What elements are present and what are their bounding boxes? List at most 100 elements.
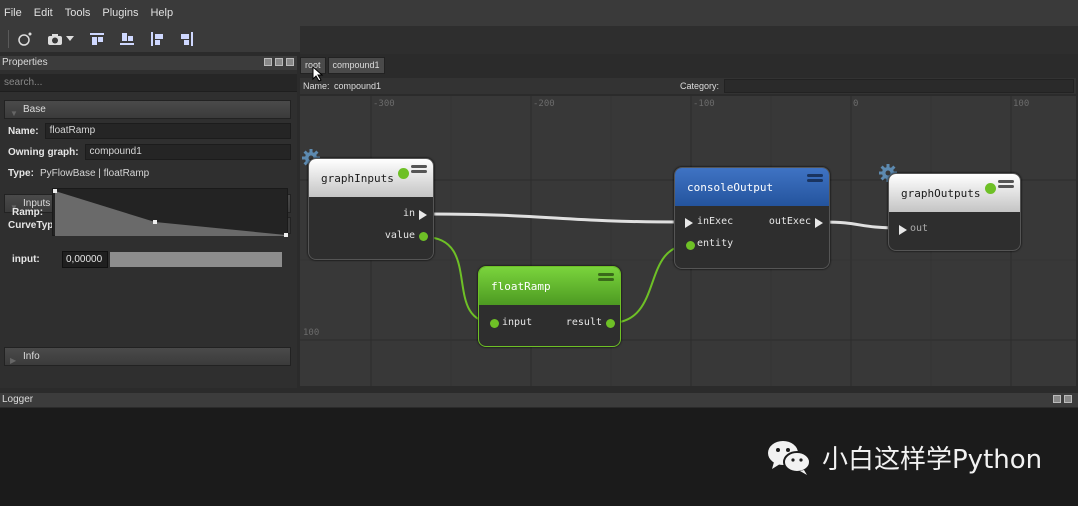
dropdown-arrow-icon[interactable]: [65, 31, 75, 47]
properties-search-input[interactable]: search...: [0, 74, 297, 92]
logger-title: Logger: [2, 394, 34, 405]
node-graph-canvas[interactable]: -300 -200 -100 0 100 100 graphInputs in …: [300, 96, 1076, 386]
exec-wire: [823, 220, 899, 230]
align-top-icon[interactable]: [89, 31, 105, 47]
data-pin-out[interactable]: [419, 232, 428, 241]
curvetype-label: CurveType:: [8, 219, 63, 231]
node-header: graphInputs: [309, 159, 433, 197]
watermark-text: 小白这样学Python: [822, 444, 1043, 475]
inputs-section-label: Inputs: [23, 198, 51, 209]
node-title: consoleOutput: [687, 181, 774, 194]
align-right-icon[interactable]: [179, 31, 195, 47]
port-label-result: result: [565, 317, 602, 328]
input-label: input:: [12, 254, 40, 265]
screenshot-tool-icon[interactable]: [17, 31, 33, 47]
exec-wire: [428, 212, 681, 224]
type-row: Type: PyFlowBase | floatRamp: [8, 164, 291, 182]
exec-pin-in[interactable]: [899, 225, 907, 235]
node-title: floatRamp: [491, 280, 551, 293]
collapse-arrow-icon: ▶: [10, 356, 17, 365]
ramp-curve-graphic: [53, 189, 288, 237]
toolbar-separator: [8, 30, 9, 48]
type-value: PyFlowBase | floatRamp: [39, 167, 150, 179]
owning-graph-row: Owning graph: compound1: [8, 143, 291, 161]
port-label-outexec: outExec: [768, 216, 811, 227]
port-label-entity: entity: [697, 238, 734, 249]
data-pin-in[interactable]: [490, 319, 499, 328]
properties-title: Properties: [2, 57, 48, 68]
type-label: Type:: [8, 167, 34, 179]
port-label-out: out: [910, 223, 929, 234]
float-icon[interactable]: [1053, 395, 1061, 403]
graph-breadcrumb: root compound1: [300, 57, 387, 75]
node-menu-icon[interactable]: [598, 273, 614, 282]
graph-name-value[interactable]: compound1: [334, 81, 382, 91]
align-left-icon[interactable]: [149, 31, 165, 47]
exec-pin-in[interactable]: [685, 218, 693, 228]
menu-file[interactable]: File: [4, 7, 22, 19]
name-row: Name: floatRamp: [8, 122, 291, 140]
info-section-header[interactable]: ▶ Info: [4, 347, 291, 366]
collapse-arrow-icon: ▼: [10, 203, 18, 212]
node-title: graphOutputs: [901, 187, 981, 200]
menu-bar: File Edit Tools Plugins Help: [0, 0, 1078, 26]
exec-pin-out[interactable]: [419, 210, 427, 220]
axis-label: 100: [303, 328, 320, 338]
menu-tools[interactable]: Tools: [64, 7, 91, 19]
node-menu-icon[interactable]: [807, 174, 823, 183]
node-graphInputs[interactable]: graphInputs in value: [308, 158, 434, 260]
axis-label: 100: [1013, 99, 1030, 109]
camera-icon[interactable]: [47, 31, 63, 47]
node-header: consoleOutput: [675, 168, 829, 206]
node-graphOutputs[interactable]: graphOutputs out: [888, 173, 1021, 251]
node-consoleOutput[interactable]: consoleOutput inExec outExec entity: [674, 167, 830, 269]
menu-edit[interactable]: Edit: [33, 7, 53, 19]
node-header: floatRamp: [479, 267, 620, 305]
axis-label: -300: [373, 99, 395, 109]
node-menu-icon[interactable]: [411, 165, 427, 174]
mouse-cursor-icon: [312, 66, 324, 82]
base-section-header[interactable]: ▼ Base: [4, 100, 291, 119]
properties-title-bar: Properties: [0, 56, 297, 70]
category-label: Category:: [680, 81, 720, 91]
axis-label: -100: [693, 99, 715, 109]
node-title: graphInputs: [321, 172, 394, 185]
node-menu-icon[interactable]: [998, 180, 1014, 189]
owning-graph-label: Owning graph:: [8, 146, 79, 158]
axis-label: 0: [853, 99, 859, 109]
data-pin-out[interactable]: [606, 319, 615, 328]
menu-plugins[interactable]: Plugins: [102, 7, 139, 19]
owning-graph-field[interactable]: compound1: [84, 144, 291, 160]
exec-pin-out[interactable]: [815, 218, 823, 228]
ramp-editor[interactable]: [52, 188, 288, 237]
name-label: Name:: [8, 125, 39, 137]
float-icon[interactable]: [275, 58, 283, 66]
align-bottom-icon[interactable]: [119, 31, 135, 47]
ramp-handle[interactable]: [284, 233, 288, 237]
input-slider[interactable]: [110, 252, 282, 267]
logger-output[interactable]: [0, 408, 1078, 506]
close-icon[interactable]: [1064, 395, 1072, 403]
ramp-handle[interactable]: [153, 220, 157, 224]
toolbar: [0, 26, 300, 52]
graph-name-label: Name:: [303, 81, 330, 91]
ramp-label: Ramp:: [12, 207, 44, 218]
axis-label: -200: [533, 99, 555, 109]
menu-help[interactable]: Help: [150, 7, 174, 19]
logger-title-bar: Logger: [0, 393, 1078, 407]
watermark: 小白这样学Python: [766, 438, 1042, 476]
node-floatRamp[interactable]: floatRamp input result: [478, 266, 621, 347]
data-pin-in[interactable]: [686, 241, 695, 250]
ramp-handle[interactable]: [53, 189, 57, 193]
port-label-input: input: [502, 317, 533, 328]
collapse-arrow-icon: ▼: [10, 109, 18, 118]
input-value-field[interactable]: 0,00000: [62, 251, 108, 268]
node-header: graphOutputs: [889, 174, 1020, 212]
close-icon[interactable]: [286, 58, 294, 66]
node-status-icon: [398, 168, 409, 179]
category-field[interactable]: [724, 79, 1074, 93]
tab-compound1[interactable]: compound1: [327, 57, 385, 74]
name-field[interactable]: floatRamp: [44, 123, 291, 139]
dock-icon[interactable]: [264, 58, 272, 66]
